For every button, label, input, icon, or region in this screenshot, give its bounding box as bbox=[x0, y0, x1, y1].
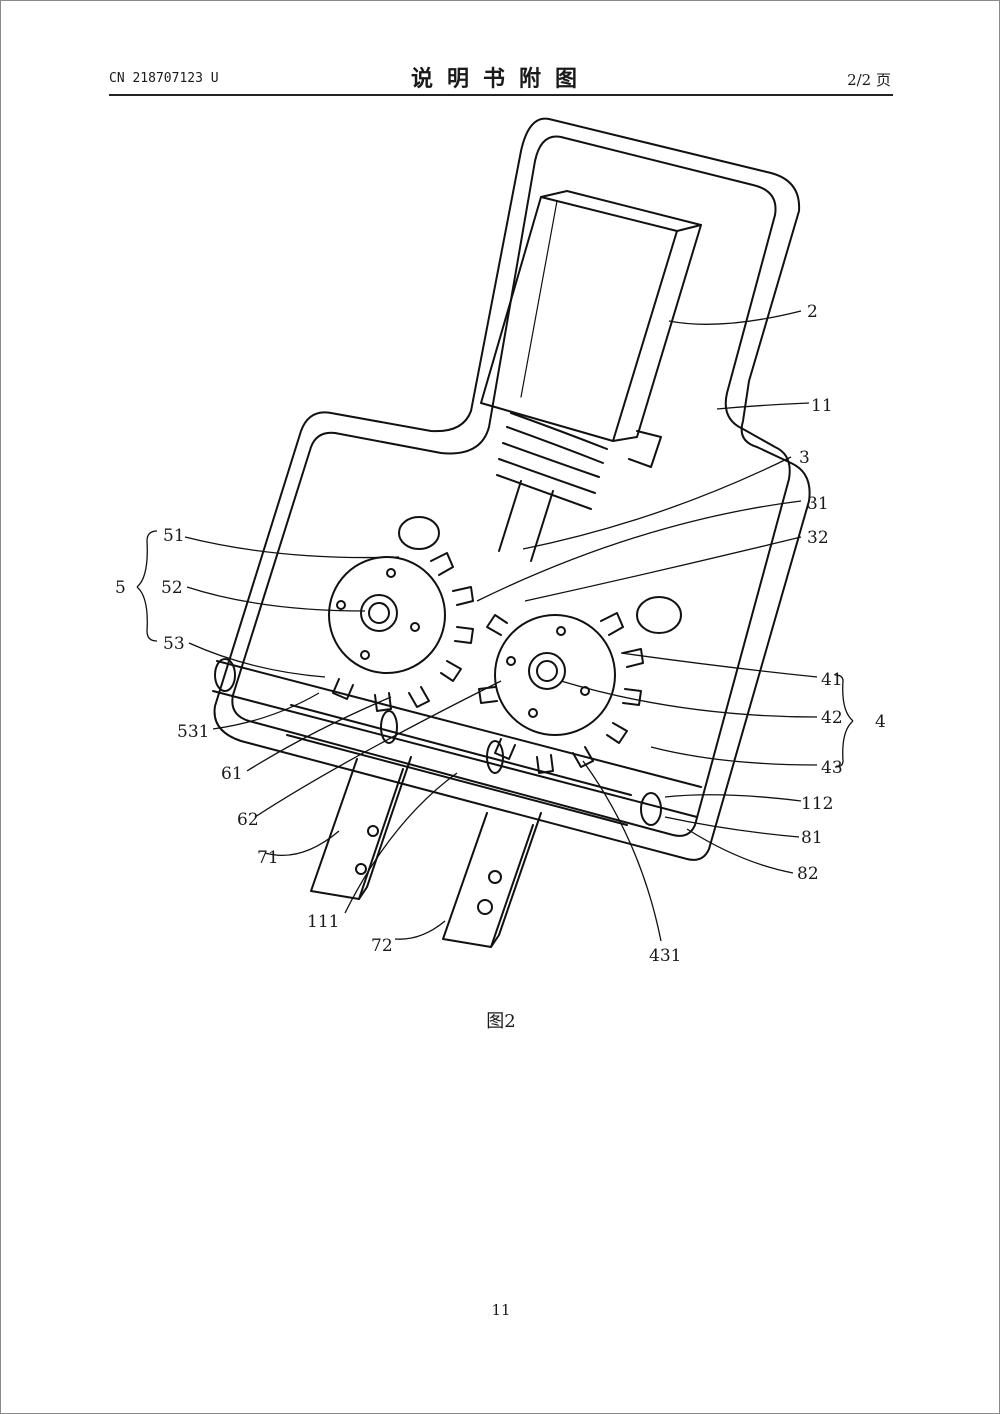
label-81: 81 bbox=[801, 828, 823, 848]
label-51: 51 bbox=[163, 526, 185, 546]
label-82: 82 bbox=[797, 864, 819, 884]
page-number: 11 bbox=[491, 1301, 511, 1319]
page-title: 说明书附图 bbox=[410, 66, 591, 92]
label-32: 32 bbox=[807, 528, 829, 548]
label-72: 72 bbox=[371, 936, 393, 956]
housing-inner bbox=[231, 135, 791, 837]
worm bbox=[496, 412, 608, 510]
housing-outer bbox=[213, 117, 811, 861]
label-52: 52 bbox=[161, 578, 183, 598]
arm-72 bbox=[442, 812, 534, 948]
label-62: 62 bbox=[237, 810, 259, 830]
label-4: 4 bbox=[875, 712, 886, 732]
rod-lower bbox=[286, 704, 632, 826]
gear-right bbox=[478, 596, 682, 774]
label-53: 53 bbox=[163, 634, 185, 654]
label-112: 112 bbox=[801, 794, 833, 814]
label-111: 111 bbox=[307, 912, 339, 932]
label-42: 42 bbox=[821, 708, 843, 728]
rack-upper bbox=[212, 660, 702, 818]
document-number: CN 218707123 U bbox=[109, 71, 219, 86]
figure-caption: 图2 bbox=[486, 1011, 516, 1032]
label-31: 31 bbox=[807, 494, 829, 514]
patent-drawing: 2 11 3 31 32 51 5 52 53 531 41 4 42 43 1… bbox=[115, 117, 886, 966]
label-43: 43 bbox=[821, 758, 843, 778]
gear-left bbox=[328, 516, 474, 712]
arm-71 bbox=[310, 758, 404, 900]
page-indicator: 2/2 页 bbox=[847, 71, 891, 89]
label-41: 41 bbox=[821, 670, 843, 690]
label-11: 11 bbox=[811, 396, 833, 416]
header-rule bbox=[109, 94, 893, 96]
label-531: 531 bbox=[177, 722, 209, 742]
label-3: 3 bbox=[799, 448, 810, 468]
label-61: 61 bbox=[221, 764, 243, 784]
label-71: 71 bbox=[257, 848, 279, 868]
label-5: 5 bbox=[115, 578, 126, 598]
label-431: 431 bbox=[649, 946, 681, 966]
label-2: 2 bbox=[807, 302, 818, 322]
